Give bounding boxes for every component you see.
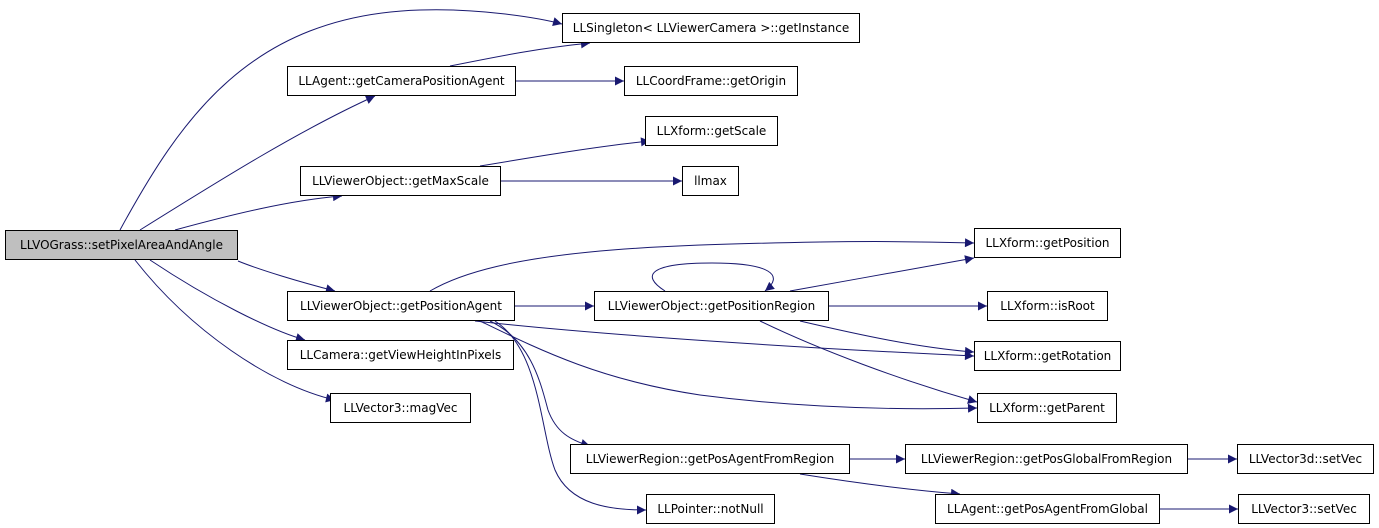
node-llagent-getposagentfromglobal[interactable]: LLAgent::getPosAgentFromGlobal bbox=[935, 494, 1160, 524]
edge-n_root-to-n_singleton bbox=[119, 9, 563, 231]
node-llviewerregion-getposglobalfromregion[interactable]: LLViewerRegion::getPosGlobalFromRegion bbox=[905, 444, 1188, 474]
node-llvector3-setvec[interactable]: LLVector3::setVec bbox=[1238, 494, 1370, 524]
node-llviewerregion-getposagentfromregion[interactable]: LLViewerRegion::getPosAgentFromRegion bbox=[570, 444, 850, 474]
edge-n_root-to-n_magVec bbox=[134, 259, 336, 403]
edge-n_posAgent-to-n_posAgentFromRegion bbox=[489, 320, 591, 448]
edge-n_camPos-to-n_singleton bbox=[449, 39, 591, 67]
edge-n_posAgent-to-n_getRotation bbox=[474, 320, 975, 361]
edge-n_posAgent-to-n_getParent bbox=[479, 320, 978, 413]
node-llcamera-getviewheightinpixels[interactable]: LLCamera::getViewHeightInPixels bbox=[287, 340, 514, 370]
node-llviewerobject-getpositionregion[interactable]: LLViewerObject::getPositionRegion bbox=[594, 291, 829, 321]
edge-n_root-to-n_viewHeight bbox=[149, 259, 306, 342]
node-llvector3-magvec[interactable]: LLVector3::magVec bbox=[330, 393, 471, 423]
node-llviewerobject-getpositionagent[interactable]: LLViewerObject::getPositionAgent bbox=[287, 291, 515, 321]
node-llviewerobject-getmaxscale[interactable]: LLViewerObject::getMaxScale bbox=[300, 166, 501, 196]
edge-n_posRegion-to-n_getPosition bbox=[789, 255, 975, 292]
node-llxform-getscale[interactable]: LLXform::getScale bbox=[645, 116, 778, 146]
edge-n_posRegion-to-n_getParent bbox=[759, 320, 978, 404]
node-llmax[interactable]: llmax bbox=[682, 166, 739, 196]
edge-n_posRegion-to-n_getRotation bbox=[799, 320, 975, 356]
edge-n_posAgent-to-n_getPosition bbox=[429, 238, 975, 292]
edge-n_root-to-n_posAgent bbox=[237, 260, 336, 294]
node-llpointer-notnull[interactable]: LLPointer::notNull bbox=[646, 494, 775, 524]
edge-n_posAgent-to-n_notNull bbox=[494, 320, 647, 515]
edge-n_maxScale-to-n_getScale bbox=[479, 137, 651, 167]
node-llxform-isroot[interactable]: LLXform::isRoot bbox=[987, 291, 1108, 321]
edge-n_root-to-n_camPos bbox=[139, 95, 376, 231]
node-llvograss-setpixelareaandangle: LLVOGrass::setPixelAreaAndAngle bbox=[5, 230, 238, 260]
node-llvector3d-setvec[interactable]: LLVector3d::setVec bbox=[1237, 444, 1374, 474]
node-llxform-getrotation[interactable]: LLXform::getRotation bbox=[974, 341, 1121, 371]
node-llsingleton-getinstance[interactable]: LLSingleton< LLViewerCamera >::getInstan… bbox=[562, 13, 860, 43]
edge-n_root-to-n_maxScale bbox=[174, 192, 343, 231]
node-llagent-getcamerapositionagent[interactable]: LLAgent::getCameraPositionAgent bbox=[287, 66, 516, 96]
edge-n_posAgentFromRegion-to-n_posAgentFromGlobal bbox=[799, 473, 961, 498]
node-llcoordframe-getorigin[interactable]: LLCoordFrame::getOrigin bbox=[624, 66, 798, 96]
node-llxform-getposition[interactable]: LLXform::getPosition bbox=[974, 228, 1121, 258]
edge-n_posRegion-to-n_posRegion bbox=[651, 262, 775, 292]
node-llxform-getparent[interactable]: LLXform::getParent bbox=[977, 393, 1117, 423]
